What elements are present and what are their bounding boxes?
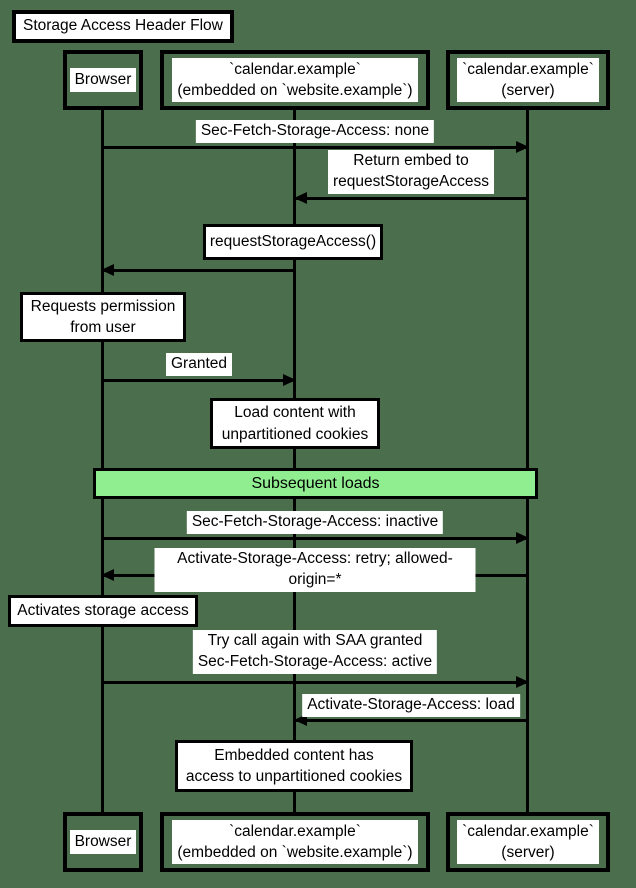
note-box: Embedded content has access to unpartiti… xyxy=(175,740,413,792)
message-label: Activate-Storage-Access: retry; allowed-… xyxy=(154,548,476,592)
note-box: Load content with unpartitioned cookies xyxy=(210,398,380,449)
message-label: Sec-Fetch-Storage-Access: inactive xyxy=(186,511,444,534)
arrowhead-right-icon xyxy=(516,141,529,153)
message-label: Granted xyxy=(165,353,233,376)
note-box: requestStorageAccess() xyxy=(203,224,383,260)
participant-embedded-label: `calendar.example` (embedded on `website… xyxy=(172,57,418,103)
lifeline-server xyxy=(526,108,529,814)
message-arrow xyxy=(294,192,527,204)
participant-server-bottom: `calendar.example` (server) xyxy=(446,812,610,872)
arrowhead-right-icon xyxy=(283,374,296,386)
message-label: Activate-Storage-Access: load xyxy=(302,694,520,717)
arrowhead-right-icon xyxy=(516,676,529,688)
lifeline-browser xyxy=(101,108,104,814)
arrowhead-left-icon xyxy=(101,264,114,276)
participant-browser-top: Browser xyxy=(63,50,143,110)
participant-embedded-label: `calendar.example` (embedded on `website… xyxy=(172,819,418,865)
message-arrow xyxy=(294,714,527,726)
message-arrow xyxy=(103,676,529,688)
arrowhead-left-icon xyxy=(294,714,307,726)
message-label: Sec-Fetch-Storage-Access: none xyxy=(195,120,435,143)
participant-server-label: `calendar.example` (server) xyxy=(457,57,599,103)
participant-server-top: `calendar.example` (server) xyxy=(446,50,610,110)
participant-embedded-top: `calendar.example` (embedded on `website… xyxy=(160,50,430,110)
participant-browser-label: Browser xyxy=(69,830,137,854)
arrowhead-left-icon xyxy=(294,192,307,204)
diagram-title: Storage Access Header Flow xyxy=(12,10,234,43)
participant-embedded-bottom: `calendar.example` (embedded on `website… xyxy=(160,812,430,872)
note-box: Requests permission from user xyxy=(20,292,186,342)
message-label: Return embed to requestStorageAccess xyxy=(328,150,494,194)
note-box: Activates storage access xyxy=(8,595,198,627)
lifeline-embedded xyxy=(293,108,296,814)
section-band: Subsequent loads xyxy=(93,468,538,499)
message-label: Try call again with SAA granted Sec-Fetc… xyxy=(192,630,438,674)
arrowhead-right-icon xyxy=(516,532,529,544)
message-arrow xyxy=(103,532,529,544)
message-arrow xyxy=(103,141,529,153)
participant-server-label: `calendar.example` (server) xyxy=(457,819,599,865)
message-arrow xyxy=(101,264,294,276)
participant-browser-label: Browser xyxy=(69,68,137,92)
arrowhead-left-icon xyxy=(101,569,114,581)
participant-browser-bottom: Browser xyxy=(63,812,143,872)
message-arrow xyxy=(103,374,296,386)
